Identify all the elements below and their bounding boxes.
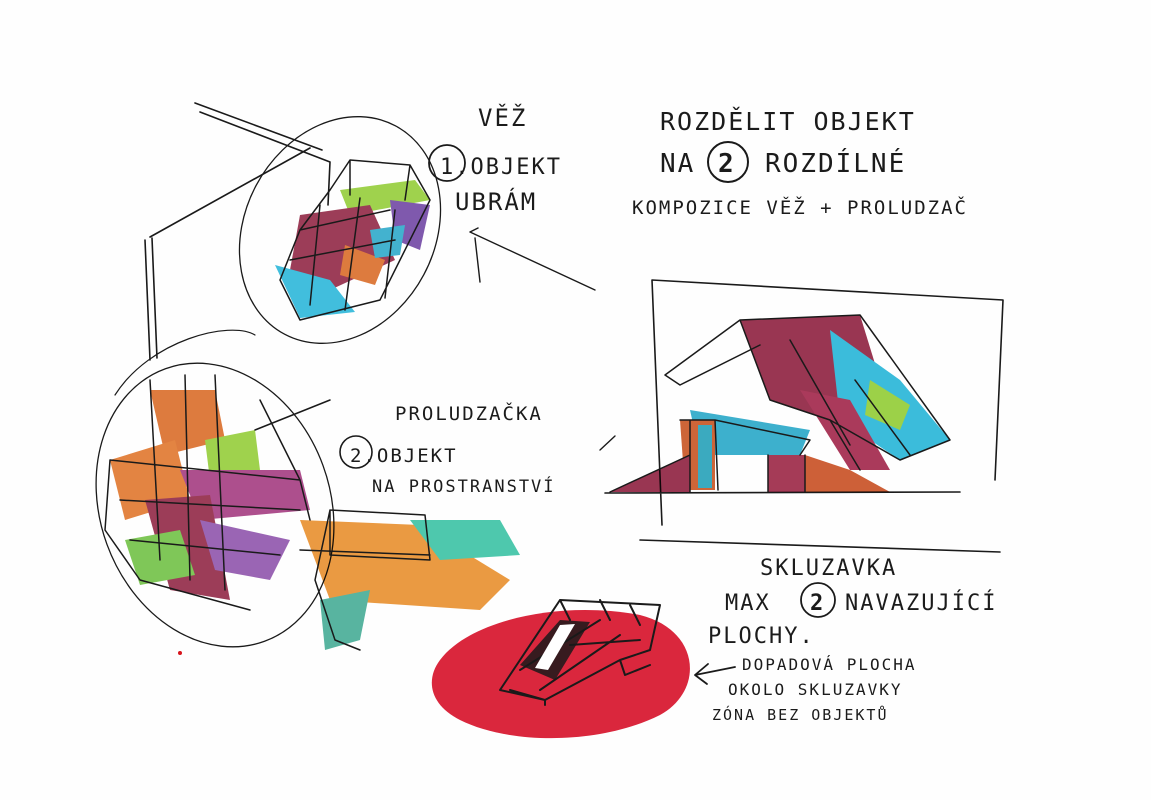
slide-areas: PLOCHY. (708, 624, 815, 649)
slide-title: SKLUZAVKA (760, 556, 897, 581)
zone-line-1: DOPADOVÁ PLOCHA (742, 655, 917, 674)
split-line-2a: NA (660, 149, 695, 179)
wash-magenta (180, 470, 310, 520)
walkway-space: NA PROSTRANSTVÍ (372, 475, 556, 497)
split-line-2b: ROZDÍLNÉ (765, 147, 906, 179)
walkway-notes: PROLUDZAČKA 2.OBJEKT NA PROSTRANSTVÍ (339, 401, 616, 497)
circled-number-icon (428, 144, 466, 182)
wash-teal-2 (320, 590, 370, 650)
tower-sketch (144, 102, 596, 361)
zone-line-2: OKOLO SKLUZAVKY (728, 680, 903, 699)
tower-object-line-2: UBRÁM (455, 187, 537, 216)
wash-wine-2 (800, 390, 890, 470)
wash-teal (410, 520, 520, 560)
split-number: 2 (718, 149, 736, 179)
slide-sketch (431, 599, 690, 739)
split-notes: ROZDĚLIT OBJEKT NA 2 ROZDÍLNÉ KOMPOZICE … (632, 107, 968, 219)
wash-cyan (275, 265, 355, 318)
wash-orange-2 (805, 455, 890, 492)
walkway-title: PROLUDZAČKA (395, 401, 543, 425)
tower-title: VĚŽ (478, 103, 527, 132)
tower-notes: VĚŽ 1.OBJEKT UBRÁM (428, 103, 562, 216)
circled-number-icon (800, 582, 836, 618)
tower-object-line: 1.OBJEKT (440, 155, 562, 180)
split-line-3: KOMPOZICE VĚŽ + PROLUDZAČ (632, 195, 968, 219)
slide-max: MAX (725, 591, 771, 616)
arrow-left-icon (694, 663, 736, 685)
impact-zone-wash (431, 610, 690, 739)
walkway-object: 2.OBJEKT (350, 445, 458, 467)
slide-notes: SKLUZAVKA MAX 2 NAVAZUJÍCÍ PLOCHY. DOPAD… (694, 556, 997, 724)
circled-number-icon (339, 435, 373, 469)
wash-orange (150, 390, 225, 455)
wash-wine-4 (768, 455, 805, 492)
slide-adjacent: NAVAZUJÍCÍ (845, 590, 997, 616)
circled-number-icon (707, 141, 749, 183)
elevation-sketch (604, 279, 1004, 553)
split-line-1: ROZDĚLIT OBJEKT (660, 107, 916, 136)
wash-lime (865, 380, 910, 430)
zone-line-3: ZÓNA BEZ OBJEKTŮ (712, 705, 889, 724)
slide-number: 2 (810, 591, 825, 616)
walkway-sketch (95, 329, 520, 655)
wash-orange (340, 245, 385, 285)
wash-orange-3 (300, 520, 510, 610)
wash-teal (698, 425, 712, 488)
